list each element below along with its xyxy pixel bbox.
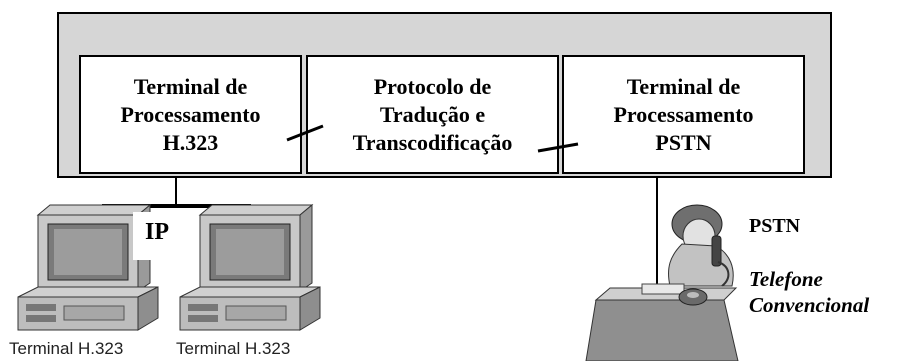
terminal-caption: Terminal H.323: [176, 339, 291, 358]
h323-processing-block: Terminal de Processamento H.323: [79, 55, 302, 174]
connector-h323-translation: [286, 124, 324, 142]
h323-processing-label: Terminal de Processamento H.323: [120, 73, 261, 155]
translation-protocol-label: Protocolo de Tradução e Transcodificação: [352, 73, 513, 155]
conventional-phone-label: Telefone Convencional: [749, 267, 870, 317]
connector-translation-pstn: [537, 142, 579, 153]
ip-label-background: [133, 212, 181, 260]
pstn-network-label: PSTN: [749, 215, 801, 237]
telephone-user-icon: [585, 204, 739, 361]
ip-network-label: IP: [145, 219, 169, 245]
computer-icon: [179, 203, 321, 331]
translation-protocol-block: Protocolo de Tradução e Transcodificação: [306, 55, 559, 174]
terminal-caption: Terminal H.323: [9, 339, 124, 358]
pstn-processing-block: Terminal de Processamento PSTN: [562, 55, 805, 174]
pstn-processing-label: Terminal de Processamento PSTN: [613, 73, 754, 155]
computer-icon: [17, 203, 159, 331]
